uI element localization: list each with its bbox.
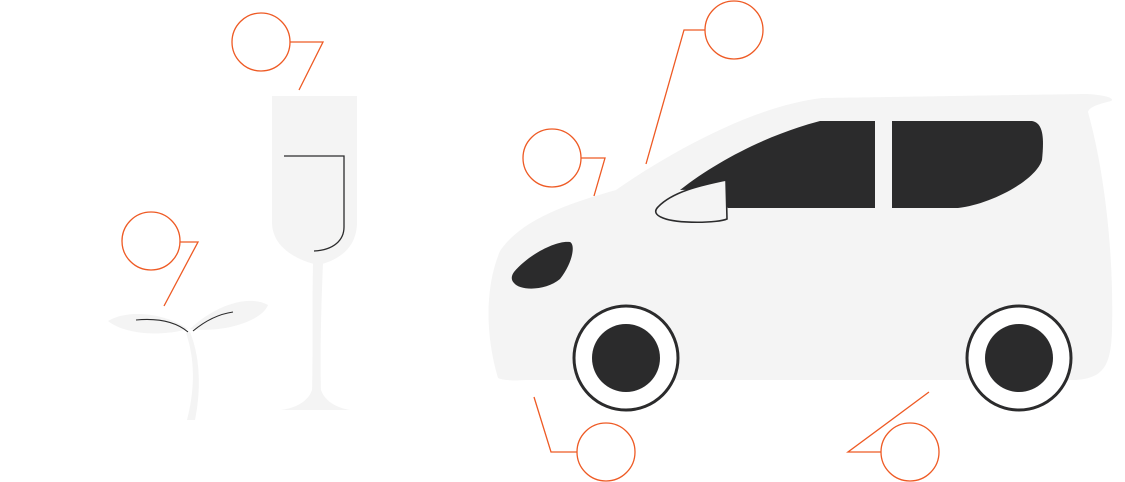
callout-front-wheel-circle	[576, 422, 636, 482]
seedling-right-leaf	[190, 300, 268, 330]
callout-hood	[522, 128, 606, 197]
callout-glass-circle	[231, 12, 291, 72]
minivan-headlight	[511, 241, 573, 289]
callout-windshield-leader	[645, 29, 705, 165]
minivan	[488, 94, 1113, 412]
minivan-rear-window	[892, 121, 1043, 208]
callout-rear-wheel-circle	[880, 422, 940, 482]
minivan-front-window	[680, 121, 875, 208]
minivan-rear-wheel	[965, 304, 1073, 412]
minivan-front-wheel	[572, 304, 680, 412]
seedling-left-leaf	[108, 314, 188, 334]
rear-wheel-hub	[985, 324, 1053, 392]
callout-rear-wheel-leader	[846, 391, 930, 453]
callout-seedling-leader	[163, 241, 200, 307]
callout-hood-leader	[581, 157, 606, 197]
callout-hood-circle	[522, 128, 582, 188]
seedling-stem	[186, 332, 199, 420]
callout-windshield-circle	[704, 0, 764, 60]
callout-glass	[231, 12, 325, 91]
champagne-glass	[272, 96, 357, 410]
glass-stem	[312, 263, 323, 393]
seedling-left-leaf-vein	[135, 318, 189, 333]
callout-windshield	[645, 0, 764, 165]
callout-seedling-circle	[121, 211, 181, 271]
seedling	[108, 300, 268, 420]
glass-liquid-line	[284, 155, 345, 252]
callouts	[121, 0, 940, 482]
callout-front-wheel-leader	[533, 396, 577, 453]
callout-front-wheel	[533, 396, 636, 482]
callout-glass-leader	[290, 41, 325, 91]
minivan-side-mirror	[654, 179, 728, 224]
glass-foot	[281, 390, 350, 410]
front-wheel-hub	[592, 324, 660, 392]
callout-seedling	[121, 211, 200, 307]
glass-bowl	[272, 96, 357, 265]
seedling-right-leaf-vein	[192, 311, 234, 332]
callout-rear-wheel	[846, 391, 940, 482]
